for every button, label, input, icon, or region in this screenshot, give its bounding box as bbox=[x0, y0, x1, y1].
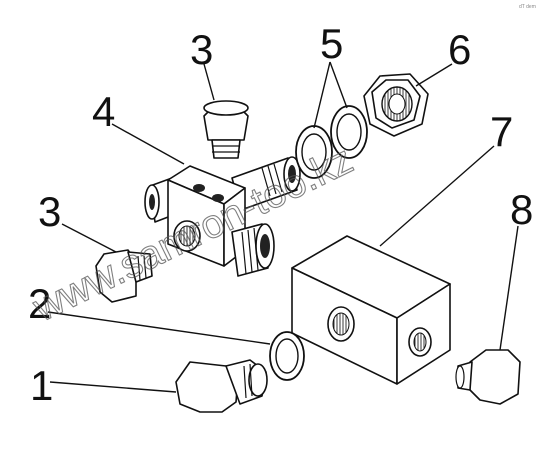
part-1-banjo-fitting bbox=[175, 359, 268, 413]
callout-7: 7 bbox=[490, 108, 513, 155]
part-6-nut bbox=[363, 73, 429, 137]
part-3-left-plug bbox=[95, 249, 153, 303]
part-4-tee-body bbox=[144, 156, 301, 277]
callout-4: 4 bbox=[92, 88, 115, 135]
callout-numbers: 1 2 3 3 4 5 6 7 8 bbox=[28, 20, 533, 409]
callout-1: 1 bbox=[30, 362, 53, 409]
callout-2: 2 bbox=[28, 280, 51, 327]
part-2-washer bbox=[269, 331, 305, 381]
callout-5: 5 bbox=[320, 20, 343, 67]
part-8-plug bbox=[455, 349, 521, 405]
part-5-washers bbox=[295, 105, 368, 179]
leader-lines bbox=[47, 61, 519, 393]
part-3-top-plug bbox=[203, 100, 249, 159]
corner-mark: dT dem bbox=[519, 4, 536, 10]
callout-6: 6 bbox=[448, 26, 471, 73]
part-7-block bbox=[291, 235, 451, 385]
callout-8: 8 bbox=[510, 186, 533, 233]
callout-3-top: 3 bbox=[190, 26, 213, 73]
callout-3-left: 3 bbox=[38, 188, 61, 235]
